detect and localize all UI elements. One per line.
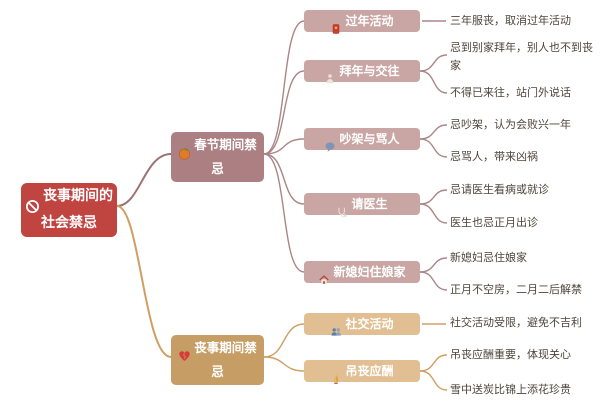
child-label: 吊丧应酬 xyxy=(345,364,394,378)
people-icon xyxy=(330,326,342,338)
leaf-lift-ban-after-february[interactable]: 正月不空房，二月二后解禁 xyxy=(450,284,582,296)
orange-icon xyxy=(178,147,191,160)
child-label: 拜年与交往 xyxy=(339,64,400,78)
stethoscope-icon xyxy=(336,206,348,218)
node-quarrel-and-scolding[interactable]: 吵架与骂人 xyxy=(304,128,420,153)
node-spring-festival-taboos[interactable]: 春节期间禁忌 xyxy=(171,132,264,182)
red-envelope-icon xyxy=(330,23,342,35)
node-funeral-period-taboos[interactable]: 丧事期间禁忌 xyxy=(171,335,264,385)
leaf-condolence-important[interactable]: 吊丧应酬重要，体现关心 xyxy=(450,349,571,361)
node-social-activities[interactable]: 社交活动 xyxy=(304,313,420,338)
node-condolence-obligations[interactable]: 吊丧应酬 xyxy=(304,360,420,385)
child-label: 社交活动 xyxy=(345,317,394,331)
leaf-talk-outside-door[interactable]: 不得已来往，站门外说话 xyxy=(450,87,571,99)
node-calling-doctor[interactable]: 请医生 xyxy=(304,193,420,218)
leaf-cancel-new-year-activities[interactable]: 三年服丧，取消过年活动 xyxy=(450,15,571,27)
child-label: 请医生 xyxy=(351,197,388,211)
speech-bubble-icon xyxy=(324,141,336,153)
child-label: 吵架与骂人 xyxy=(339,132,400,146)
branch-label: 春节期间禁忌 xyxy=(194,138,257,176)
person-icon xyxy=(324,73,336,85)
leaf-no-quarrel[interactable]: 忌吵架，认为会败兴一年 xyxy=(450,119,571,131)
leaf-doctor-no-first-month[interactable]: 医生也忌正月出诊 xyxy=(450,217,538,229)
leaf-no-doctor-visit[interactable]: 忌请医生看病或就诊 xyxy=(450,184,549,196)
child-label: 过年活动 xyxy=(345,14,394,28)
broken-heart-icon xyxy=(178,350,191,363)
node-bride-staying-at-parents[interactable]: 新媳妇住娘家 xyxy=(304,261,420,286)
branch-label: 丧事期间禁忌 xyxy=(194,341,257,379)
folded-hands-icon xyxy=(330,373,342,385)
leaf-no-scolding[interactable]: 忌骂人，带来凶祸 xyxy=(450,151,538,163)
root-label: 丧事期间的社会禁忌 xyxy=(41,189,113,231)
node-new-year-greetings[interactable]: 拜年与交往 xyxy=(304,60,420,85)
house-icon xyxy=(318,274,330,286)
leaf-help-in-need[interactable]: 雪中送炭比锦上添花珍贵 xyxy=(450,384,571,396)
leaf-no-new-year-visits[interactable]: 忌到别家拜年，别人也不到丧家 xyxy=(450,42,593,72)
prohibition-icon xyxy=(25,199,40,214)
child-label: 新媳妇住娘家 xyxy=(333,265,406,279)
leaf-bride-taboo[interactable]: 新媳妇忌住娘家 xyxy=(450,252,527,264)
node-new-year-activities[interactable]: 过年活动 xyxy=(304,10,420,35)
leaf-social-limited[interactable]: 社交活动受限，避免不吉利 xyxy=(450,317,582,329)
node-funeral-social-taboos-root[interactable]: 丧事期间的社会禁忌 xyxy=(21,183,117,237)
